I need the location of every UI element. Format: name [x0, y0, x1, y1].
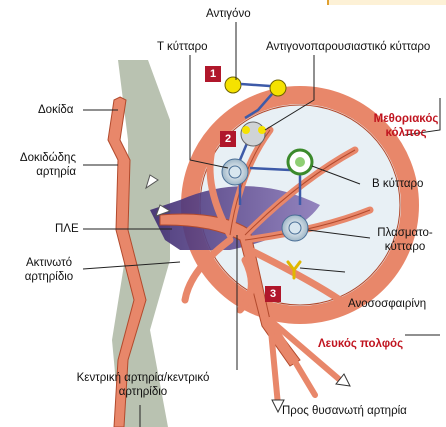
label-central-artery-line2: αρτηρίδιο	[118, 386, 168, 398]
antigen-dot	[269, 79, 287, 97]
plasma-cell	[281, 214, 309, 242]
label-plasma-cell-line2: κύτταρο	[384, 241, 426, 253]
penicillar-arteries	[267, 317, 343, 408]
label-white-pulp: Λευκός πολφός	[318, 338, 404, 350]
label-central-artery: Κεντρική αρτηρία/κεντρικό αρτηρίδιο	[58, 371, 228, 399]
label-trabecular-artery: Δοκιδώδης αρτηρία	[14, 151, 76, 179]
label-to-red-pulp: Προς θυσανωτή αρτηρία	[282, 405, 407, 417]
leader-lines	[82, 22, 441, 427]
label-apc: Αντιγονοπαρουσιαστικό κύτταρο	[266, 41, 431, 53]
label-radial-arteriole-line2: αρτηρίδιο	[24, 271, 74, 283]
immunoglobulin	[286, 260, 302, 280]
label-marginal-sinus-line2: κόλπος	[385, 127, 427, 139]
label-trabecular-artery-line2: αρτηρία	[36, 166, 76, 178]
label-pals: ΠΛΕ	[55, 223, 79, 235]
label-plasma-cell: Πλασματο- κύτταρο	[372, 226, 438, 254]
highlight-box	[328, 0, 446, 5]
label-trabecular-artery-line1: Δοκιδώδης	[19, 152, 76, 164]
label-immunoglobulin: Ανοσοσφαιρίνη	[348, 298, 427, 310]
trabecular-artery	[107, 96, 147, 427]
label-trabecula: Δοκίδα	[38, 104, 74, 116]
step-badge-1: 1	[205, 66, 221, 82]
t-cell	[221, 158, 249, 186]
label-plasma-cell-line1: Πλασματο-	[377, 227, 433, 239]
label-antigen: Αντιγόνο	[206, 8, 251, 20]
label-marginal-sinus: Μεθοριακός κόλπος	[368, 112, 444, 140]
label-radial-arteriole-line1: Ακτινωτό	[25, 257, 73, 269]
label-radial-arteriole: Ακτινωτό αρτηρίδιο	[18, 256, 80, 284]
step-badge-3: 3	[265, 286, 281, 302]
central-artery	[159, 213, 301, 367]
label-marginal-sinus-line1: Μεθοριακός	[373, 113, 439, 125]
b-cell	[286, 148, 314, 176]
label-t-cell: Τ κύτταρο	[157, 41, 208, 53]
step-badge-2: 2	[220, 131, 236, 147]
label-central-artery-line1: Κεντρική αρτηρία/κεντρικό	[76, 372, 210, 384]
antigen-dot	[224, 76, 242, 94]
antigen-presenting-cell	[240, 121, 266, 147]
label-b-cell: Β κύτταρο	[372, 178, 424, 190]
